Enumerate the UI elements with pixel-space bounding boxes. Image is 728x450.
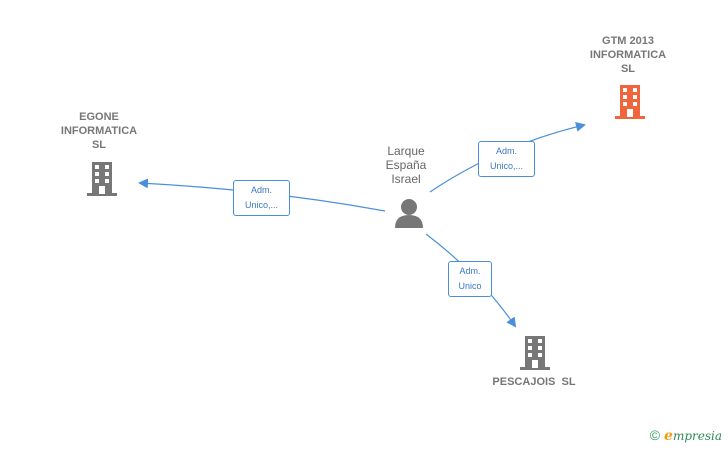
brand-footer[interactable]: ©empresia bbox=[650, 427, 722, 444]
node-label-person[interactable]: Larque España Israel bbox=[385, 144, 427, 186]
brand-name: mpresia bbox=[672, 429, 722, 443]
node-label-gtm[interactable]: GTM 2013 INFORMATICA SL bbox=[589, 35, 667, 75]
person-icon[interactable] bbox=[393, 198, 425, 228]
edge-label-pescajois[interactable]: Adm. Unico bbox=[448, 261, 492, 297]
edge-label-egone[interactable]: Adm. Unico,... bbox=[233, 180, 290, 216]
node-label-pescajois[interactable]: PESCAJOIS SL bbox=[492, 376, 576, 388]
building-icon[interactable] bbox=[614, 85, 646, 119]
building-icon[interactable] bbox=[86, 162, 118, 196]
brand-logo-initial: e bbox=[664, 428, 673, 444]
copyright-icon: © bbox=[649, 427, 661, 443]
edge-label-gtm[interactable]: Adm. Unico,... bbox=[478, 141, 535, 177]
node-label-egone[interactable]: EGONE INFORMATICA SL bbox=[60, 111, 138, 151]
building-icon[interactable] bbox=[519, 336, 551, 370]
